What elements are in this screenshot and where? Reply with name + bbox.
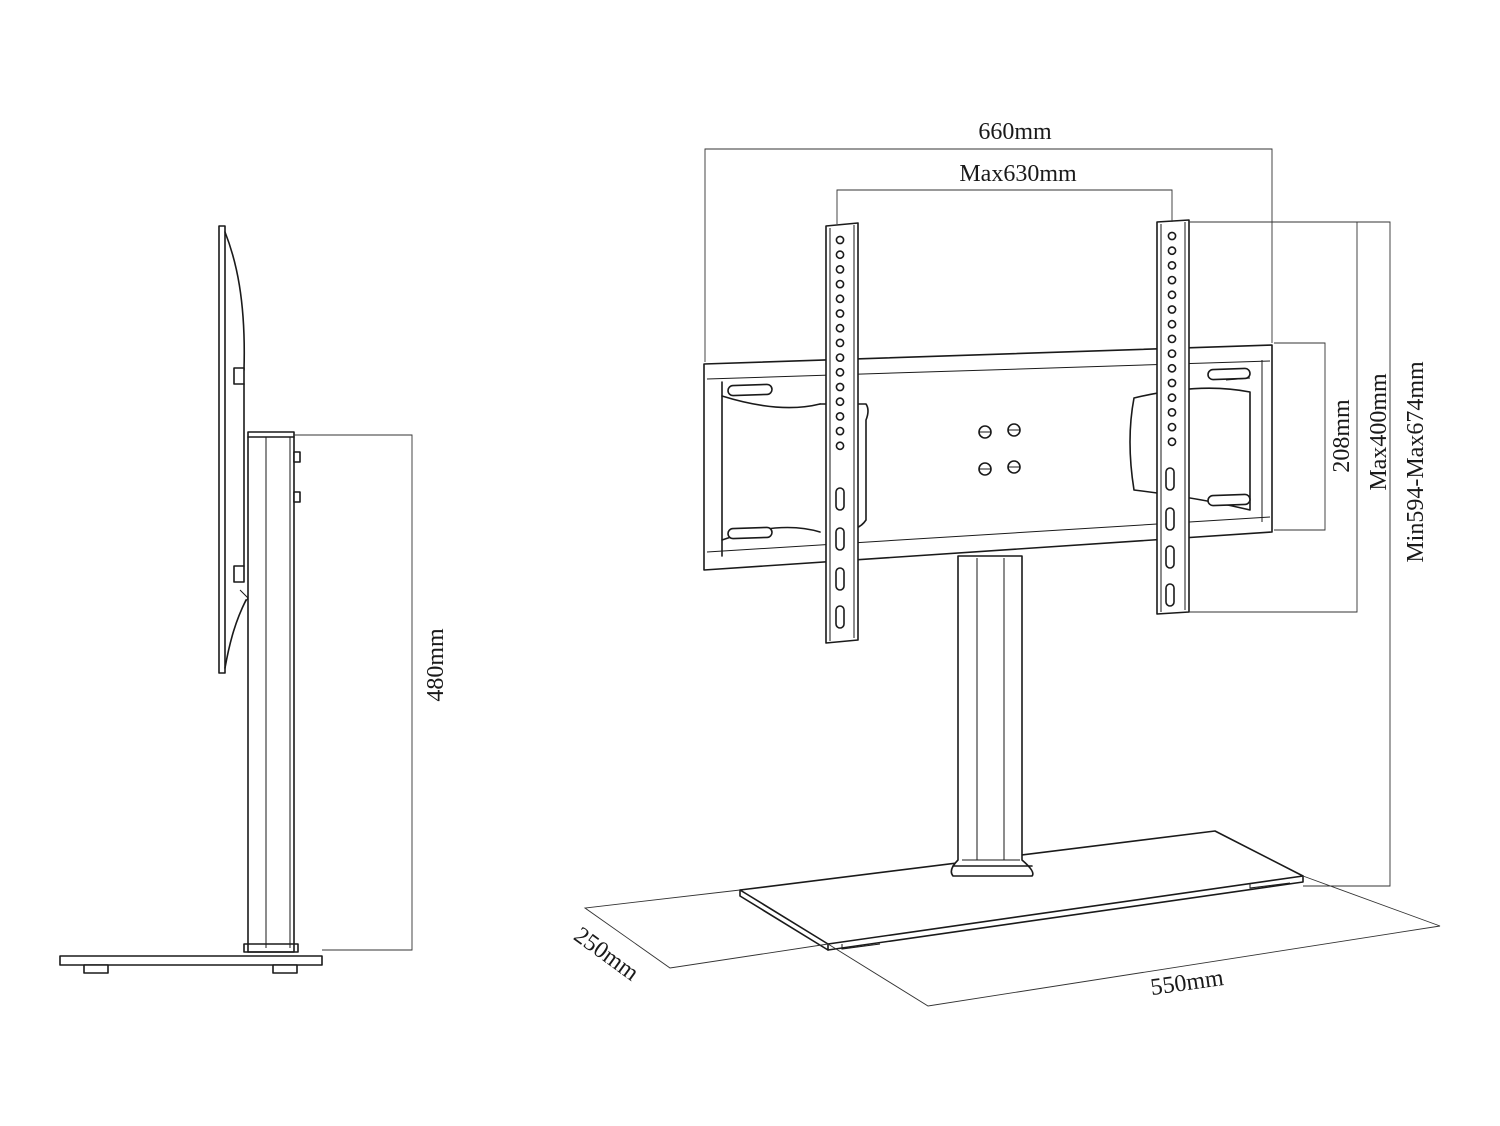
mounting-hole	[1167, 260, 1177, 270]
front-view: 660mm Max630mm 208mm Max400mm Min594-Max…	[569, 119, 1441, 1007]
mounting-hole	[835, 353, 845, 362]
mounting-hole	[1167, 363, 1177, 373]
label-550mm: 550mm	[1149, 965, 1226, 1001]
mounting-hole	[835, 338, 845, 348]
mounting-hole	[835, 264, 845, 274]
mounting-hole	[1167, 407, 1177, 417]
mounting-hole	[1167, 305, 1177, 314]
mounting-hole	[1167, 319, 1177, 329]
side-view: 480mm	[59, 225, 449, 974]
label-height-range: Min594-Max674mm	[1403, 361, 1429, 563]
mounting-hole	[835, 250, 845, 260]
mounting-hole	[835, 382, 845, 392]
dim-480-lines	[294, 434, 413, 951]
mounting-hole	[835, 309, 845, 318]
dim-250-lines	[583, 889, 829, 969]
mounting-hole	[1167, 437, 1177, 447]
column	[950, 555, 1034, 877]
mounting-hole	[1167, 349, 1177, 358]
label-max400mm: Max400mm	[1366, 373, 1392, 491]
dim-height-range-lines	[1274, 221, 1391, 887]
mounting-hole	[1167, 393, 1177, 403]
mounting-hole	[835, 323, 845, 333]
dim-550-lines	[827, 875, 1441, 1007]
mounting-hole	[835, 411, 845, 421]
left-arm	[825, 222, 859, 644]
label-208mm: 208mm	[1329, 399, 1355, 473]
mounting-hole	[835, 367, 845, 377]
base-plate	[739, 830, 1304, 951]
mounting-hole	[1167, 290, 1177, 300]
label-660mm: 660mm	[978, 119, 1052, 145]
side-column	[243, 431, 301, 953]
mounting-hole	[835, 397, 845, 407]
mounting-hole	[1167, 378, 1177, 388]
center-bolts	[978, 423, 1021, 476]
dim-208-lines	[1274, 342, 1326, 531]
mounting-hole	[835, 279, 845, 289]
mounting-hole	[1167, 275, 1177, 285]
mounting-hole	[1167, 246, 1177, 256]
mounting-hole	[835, 441, 845, 451]
label-max630mm: Max630mm	[959, 161, 1077, 187]
side-base	[59, 955, 323, 974]
label-480mm: 480mm	[423, 628, 449, 702]
mounting-hole	[835, 235, 845, 245]
dim-630-lines	[836, 189, 1173, 224]
side-tv-panel	[218, 225, 249, 674]
dim-400-lines	[1189, 221, 1358, 613]
right-arm	[1156, 219, 1190, 615]
label-250mm: 250mm	[569, 922, 644, 986]
mounting-hole	[835, 426, 845, 436]
mounting-hole	[835, 294, 845, 304]
mounting-hole	[1167, 334, 1177, 344]
mounting-hole	[1167, 422, 1177, 432]
mounting-hole	[1167, 231, 1177, 241]
dim-660-lines	[704, 148, 1273, 362]
